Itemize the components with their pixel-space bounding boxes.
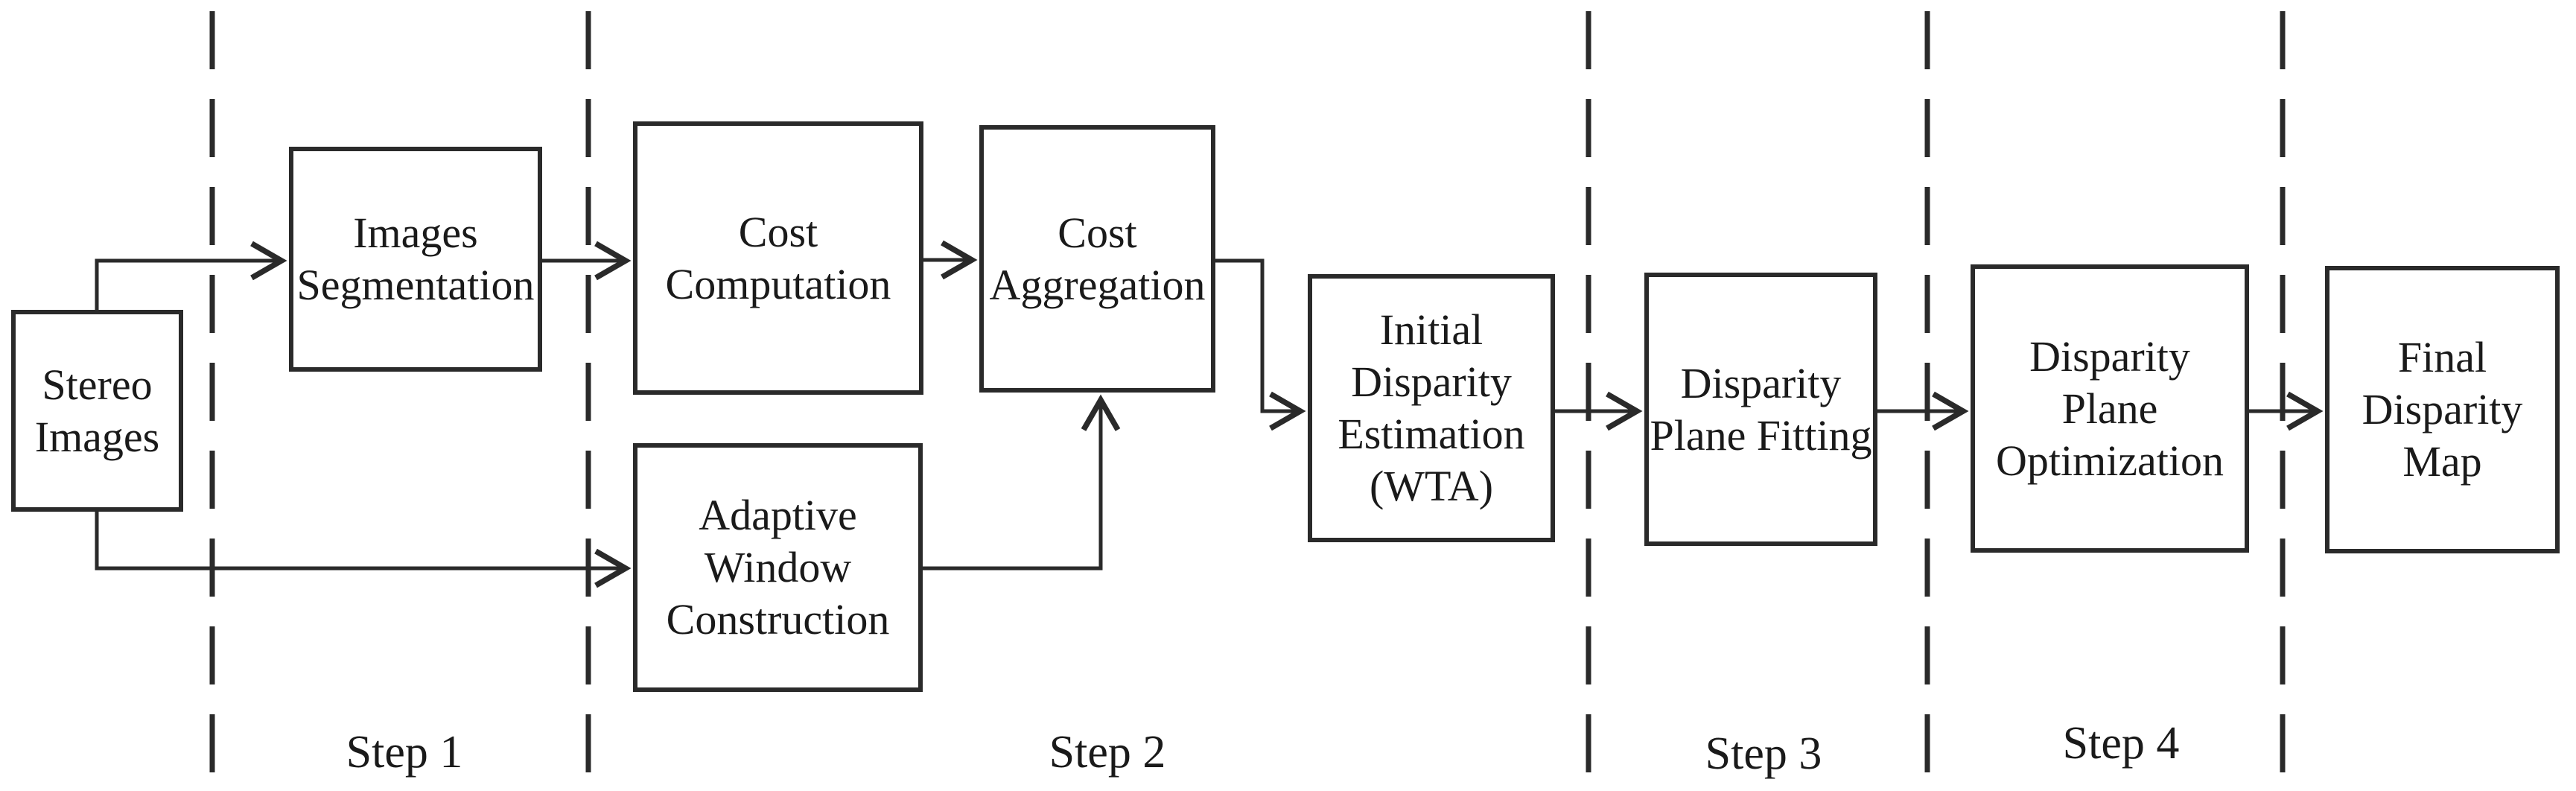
node-disparity-plane-fitting-label: Disparity Plane Fitting — [1650, 358, 1872, 460]
node-initial-disparity-estimation: Initial Disparity Estimation (WTA) — [1308, 274, 1555, 542]
node-images-segmentation: Images Segmentation — [289, 147, 542, 372]
node-cost-computation: Cost Computation — [633, 121, 923, 395]
edge-cost-aggregation-to-initial-disparity — [1215, 258, 1306, 431]
node-adaptive-window-construction-label: Adaptive Window Construction — [666, 491, 890, 644]
node-cost-computation-label: Cost Computation — [665, 207, 891, 308]
node-adaptive-window-construction: Adaptive Window Construction — [633, 443, 923, 692]
node-stereo-images: Stereo Images — [11, 310, 183, 512]
node-disparity-plane-fitting: Disparity Plane Fitting — [1644, 273, 1877, 546]
node-final-disparity-map: Final Disparity Map — [2325, 266, 2560, 553]
node-initial-disparity-estimation-label: Initial Disparity Estimation (WTA) — [1338, 305, 1525, 510]
node-final-disparity-map-label: Final Disparity Map — [2362, 333, 2523, 486]
step-2-label: Step 2 — [1049, 726, 1166, 778]
node-images-segmentation-label: Images Segmentation — [296, 209, 535, 309]
step-1-label: Step 1 — [346, 726, 463, 778]
node-cost-aggregation: Cost Aggregation — [979, 125, 1215, 393]
edge-stereo-to-segmentation — [95, 241, 287, 310]
node-disparity-plane-optimization: Disparity Plane Optimization — [1971, 264, 2249, 553]
node-cost-aggregation-label: Cost Aggregation — [989, 208, 1206, 309]
edge-stereo-to-adaptive-window — [95, 512, 632, 588]
node-disparity-plane-optimization-label: Disparity Plane Optimization — [1995, 331, 2224, 485]
edge-adaptive-window-to-cost-aggregation — [923, 394, 1121, 571]
node-stereo-images-label: Stereo Images — [34, 360, 160, 461]
step-4-label: Step 4 — [2062, 717, 2180, 769]
step-3-label: Step 3 — [1705, 728, 1822, 779]
